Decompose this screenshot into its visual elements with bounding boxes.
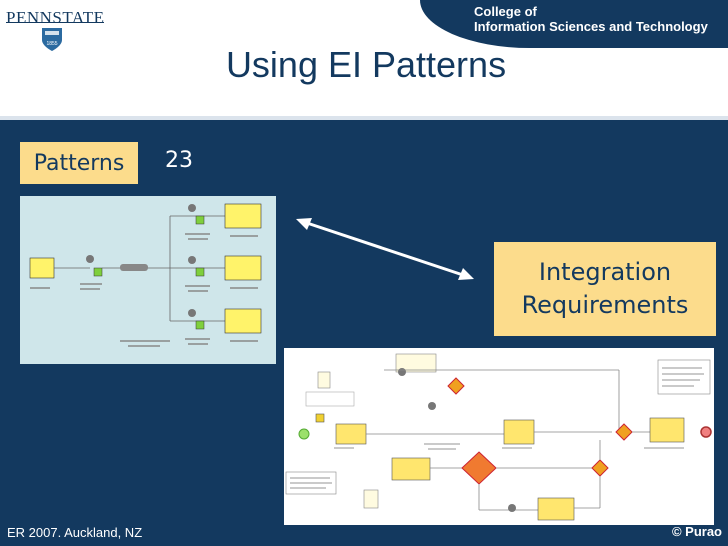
- diagram-note: [657, 359, 711, 395]
- header-rule: [0, 116, 728, 120]
- diagram-task: [503, 419, 535, 445]
- diagram-gateway: [447, 377, 465, 395]
- diagram-channel-icon: [93, 267, 103, 277]
- footer-copyright: © Purao: [671, 524, 722, 539]
- diagram-task: [649, 417, 685, 443]
- diagram-node: [428, 402, 436, 410]
- pattern-diagram-thumbnail: [20, 196, 276, 364]
- diagram-node: [508, 504, 516, 512]
- penn-state-logo: PENNSTATE: [6, 8, 105, 27]
- diagram-gateway: [591, 459, 609, 477]
- process-diagram-thumbnail: [284, 348, 714, 525]
- arrow-shaft: [303, 220, 467, 278]
- diagram-node: [86, 255, 94, 263]
- diagram-note: [305, 391, 355, 407]
- diagram-end-event: [700, 426, 712, 438]
- requirements-line2: Requirements: [521, 291, 689, 319]
- diagram-channel-icon: [195, 267, 205, 277]
- diagram-target-box: [224, 203, 262, 229]
- diagram-node: [188, 256, 196, 264]
- diagram-task: [335, 423, 367, 445]
- diagram-document: [363, 489, 379, 509]
- patterns-count: 23: [165, 148, 193, 173]
- diagram-target-box: [224, 255, 262, 281]
- diagram-start-box: [29, 257, 55, 279]
- double-arrow-icon: [296, 218, 474, 280]
- college-line1: College of: [474, 4, 537, 19]
- diagram-gateway: [461, 451, 497, 485]
- diagram-node: [188, 204, 196, 212]
- arrow-head-right: [458, 268, 474, 280]
- shield-icon: 1855: [42, 28, 62, 51]
- diagram-document: [317, 371, 331, 389]
- diagram-gateway: [615, 423, 633, 441]
- shield-year: 1855: [46, 41, 57, 47]
- college-name: College of Information Sciences and Tech…: [474, 4, 708, 34]
- diagram-note: [395, 353, 437, 373]
- diagram-pipe: [120, 264, 148, 271]
- arrow-head-left: [296, 218, 312, 230]
- diagram-target-box: [224, 308, 262, 334]
- header-band: [420, 0, 728, 48]
- diagram-marker: [315, 413, 325, 423]
- integration-requirements-label: Integration Requirements: [494, 242, 716, 336]
- diagram-start-event: [298, 428, 310, 440]
- patterns-label: Patterns: [20, 142, 138, 184]
- logo-rule: [6, 22, 104, 23]
- requirements-line1: Integration: [538, 258, 672, 286]
- diagram-task: [537, 497, 575, 521]
- slide-title: Using EI Patterns: [225, 44, 507, 85]
- diagram-node: [398, 368, 406, 376]
- diagram-task: [391, 457, 431, 481]
- slide-header: PENNSTATE 1855 College of Information Sc…: [0, 0, 728, 120]
- diagram-channel-icon: [195, 320, 205, 330]
- diagram-channel-icon: [195, 215, 205, 225]
- footer-event: ER 2007. Auckland, NZ: [7, 525, 143, 540]
- college-line2: Information Sciences and Technology: [474, 19, 708, 34]
- diagram-node: [188, 309, 196, 317]
